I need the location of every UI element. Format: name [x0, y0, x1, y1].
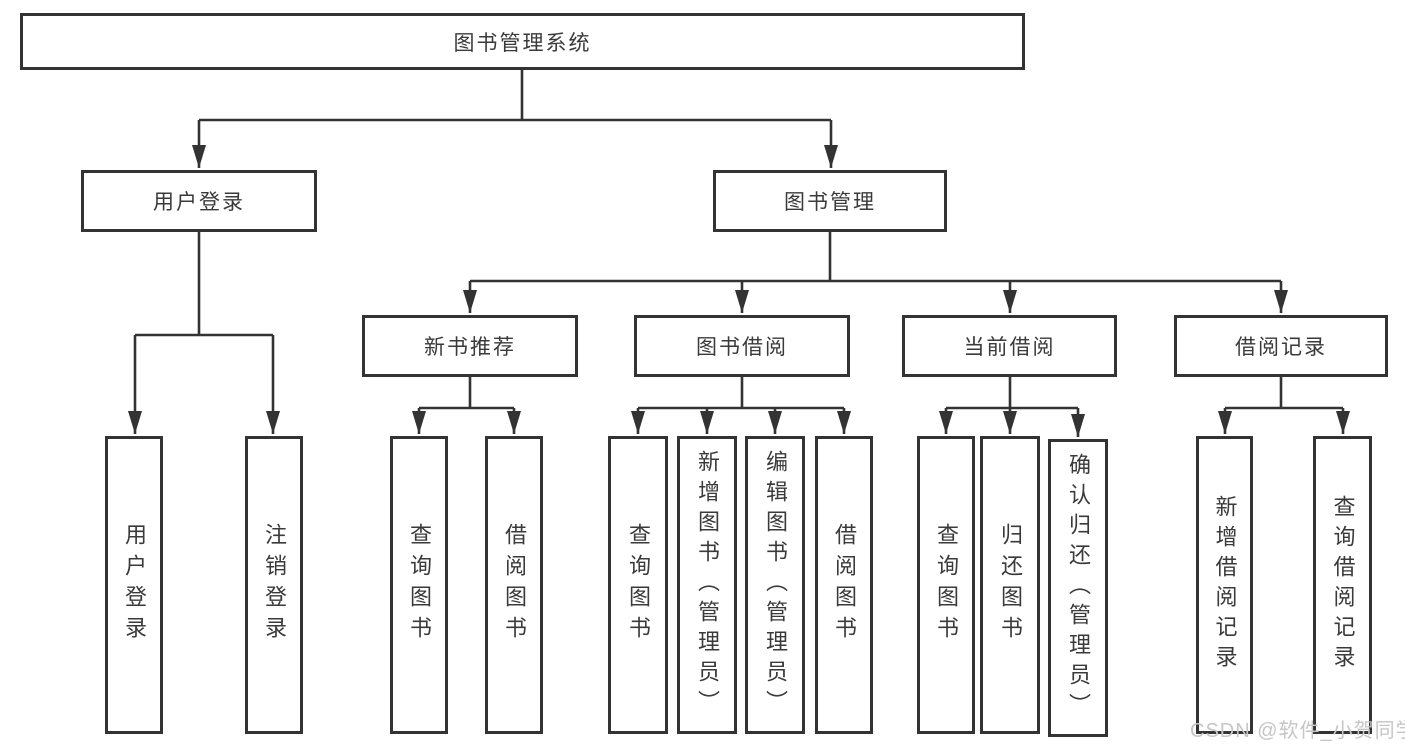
leaf-query-books-2: 查询图书 — [608, 436, 668, 734]
leaf-query-borrow-record-label: 查询借阅记录 — [1330, 495, 1356, 675]
leaf-borrow-books-2-label: 借阅图书 — [832, 523, 857, 647]
node-book-management: 图书管理 — [713, 170, 947, 232]
node-new-book-recommend-label: 新书推荐 — [424, 336, 516, 359]
leaf-return-books-label: 归还图书 — [998, 523, 1023, 647]
node-borrow-records-label: 借阅记录 — [1235, 336, 1327, 359]
node-new-book-recommend: 新书推荐 — [362, 315, 578, 377]
leaf-logout: 注销登录 — [245, 436, 303, 734]
leaf-borrow-books-1-label: 借阅图书 — [502, 523, 527, 647]
leaf-return-books: 归还图书 — [980, 436, 1040, 734]
node-book-management-label: 图书管理 — [784, 191, 876, 214]
leaf-user-login: 用户登录 — [105, 436, 163, 734]
node-borrow-records: 借阅记录 — [1174, 315, 1388, 377]
leaf-edit-books-admin: 编辑图书（管理员） — [745, 436, 805, 734]
leaf-query-books-3: 查询图书 — [917, 436, 975, 734]
node-current-borrow-label: 当前借阅 — [963, 336, 1056, 359]
leaf-user-login-label: 用户登录 — [122, 523, 147, 647]
leaf-edit-books-admin-label: 编辑图书（管理员） — [763, 450, 788, 720]
leaf-confirm-return-admin: 确认归还（管理员） — [1048, 439, 1108, 737]
leaf-add-borrow-record-label: 新增借阅记录 — [1212, 495, 1238, 675]
leaf-add-books-admin: 新增图书（管理员） — [677, 436, 737, 734]
leaf-query-books-2-label: 查询图书 — [626, 523, 651, 647]
node-book-borrow-label: 图书借阅 — [696, 336, 788, 359]
node-root-label: 图书管理系统 — [453, 31, 592, 55]
node-user-login: 用户登录 — [81, 170, 317, 232]
leaf-borrow-books-2: 借阅图书 — [815, 436, 873, 734]
leaf-confirm-return-admin-label: 确认归还（管理员） — [1066, 453, 1091, 723]
leaf-query-books-3-label: 查询图书 — [934, 523, 959, 647]
node-user-login-label: 用户登录 — [153, 191, 245, 214]
leaf-query-books-1-label: 查询图书 — [407, 523, 432, 647]
leaf-borrow-books-1: 借阅图书 — [485, 436, 543, 734]
leaf-logout-label: 注销登录 — [262, 523, 287, 647]
leaf-add-books-admin-label: 新增图书（管理员） — [695, 450, 720, 720]
leaf-query-books-1: 查询图书 — [390, 436, 448, 734]
leaf-add-borrow-record: 新增借阅记录 — [1196, 436, 1253, 734]
csdn-watermark: CSDN @软件_小贺同学 — [1190, 720, 1405, 742]
node-book-borrow: 图书借阅 — [634, 315, 850, 377]
node-current-borrow: 当前借阅 — [902, 315, 1117, 377]
node-root-system: 图书管理系统 — [20, 13, 1025, 70]
leaf-query-borrow-record: 查询借阅记录 — [1313, 436, 1372, 734]
